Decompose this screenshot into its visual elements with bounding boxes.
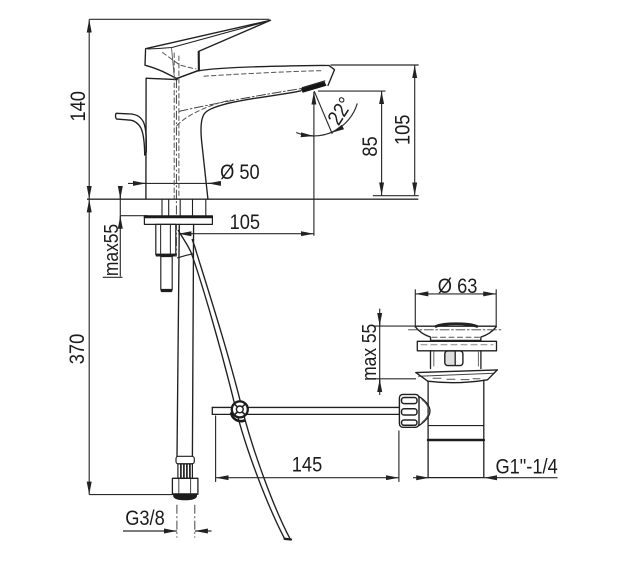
svg-text:145: 145 <box>292 453 323 476</box>
svg-text:Ø 50: Ø 50 <box>220 161 260 184</box>
svg-text:Ø 63: Ø 63 <box>438 275 478 298</box>
svg-text:105: 105 <box>391 115 414 146</box>
svg-text:max55: max55 <box>100 224 122 276</box>
svg-text:max 55: max 55 <box>358 324 380 381</box>
svg-text:85: 85 <box>359 136 382 156</box>
svg-text:370: 370 <box>66 334 89 365</box>
svg-text:140: 140 <box>67 91 90 122</box>
svg-text:G3/8: G3/8 <box>125 507 165 530</box>
svg-text:G1"-1/4: G1"-1/4 <box>495 455 557 478</box>
svg-text:105: 105 <box>230 211 261 234</box>
